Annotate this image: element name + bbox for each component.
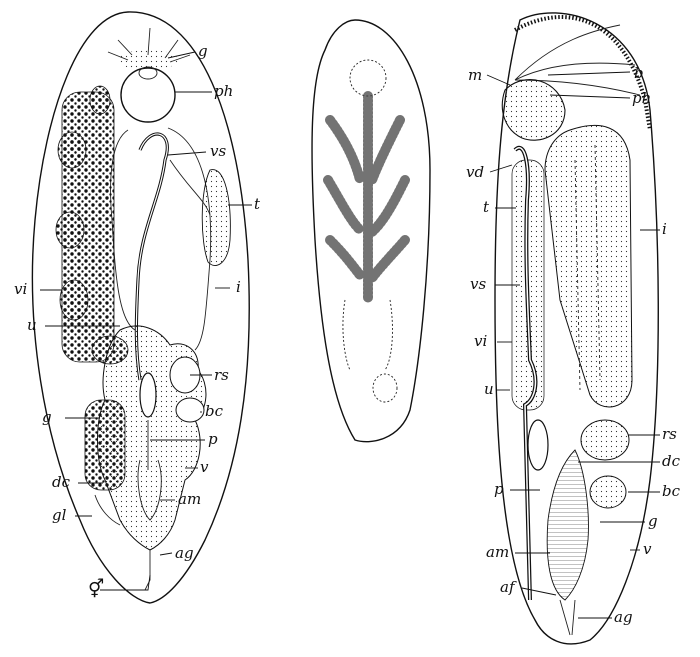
label-g-mid-left: g bbox=[42, 408, 52, 426]
label-t-right: t bbox=[483, 198, 490, 216]
right-pharynx bbox=[501, 79, 566, 141]
right-body-outline bbox=[494, 12, 659, 645]
label-sex-symbol: ⚥ bbox=[88, 578, 104, 600]
label-u-left: u bbox=[27, 316, 37, 334]
label-g-right: g bbox=[648, 512, 658, 530]
label-vi-left: vi bbox=[14, 280, 27, 298]
labels-right: m b ph vd t i vs vi u rs dc p bc g am v … bbox=[466, 64, 681, 626]
label-bc-right: bc bbox=[662, 482, 681, 500]
left-genital-apparatus bbox=[84, 325, 207, 591]
label-ph-right: ph bbox=[632, 89, 651, 107]
label-rs-left: rs bbox=[214, 366, 229, 384]
right-specimen bbox=[494, 12, 659, 645]
label-ag-right: ag bbox=[614, 608, 633, 626]
label-ph-left: ph bbox=[214, 82, 233, 100]
label-dc-left: dc bbox=[52, 473, 71, 491]
right-intestine bbox=[544, 124, 633, 408]
label-af-right: af bbox=[500, 578, 517, 596]
label-am-left: am bbox=[178, 490, 201, 508]
label-bc-left: bc bbox=[205, 402, 224, 420]
left-specimen bbox=[31, 11, 250, 604]
leader-lines bbox=[40, 51, 660, 619]
left-body-outline bbox=[31, 11, 250, 604]
right-genital-apparatus bbox=[546, 419, 630, 636]
label-am-right: am bbox=[486, 543, 509, 561]
left-testis bbox=[201, 169, 231, 266]
left-brain bbox=[107, 27, 191, 70]
left-pharynx bbox=[120, 67, 176, 123]
label-i-right: i bbox=[662, 220, 667, 238]
label-g-top: g bbox=[198, 42, 208, 60]
middle-gut-branches bbox=[323, 91, 410, 305]
middle-body-outline bbox=[311, 19, 431, 443]
label-ag-left: ag bbox=[175, 544, 194, 562]
label-vi-right: vi bbox=[474, 332, 487, 350]
label-dc-right: dc bbox=[662, 452, 681, 470]
label-v-right: v bbox=[643, 540, 652, 558]
label-b-right: b bbox=[634, 64, 644, 82]
right-ciliated-edge bbox=[514, 15, 652, 131]
label-p-left: p bbox=[208, 430, 218, 448]
label-vs-right: vs bbox=[470, 275, 486, 293]
labels-left: g ph vs t i vi u rs g bc p v dc am gl ag… bbox=[14, 42, 261, 600]
left-vitellaria bbox=[55, 85, 129, 365]
label-u-right: u bbox=[484, 380, 494, 398]
label-rs-right: rs bbox=[662, 425, 677, 443]
label-m-right: m bbox=[468, 66, 482, 84]
label-p-right: p bbox=[494, 480, 504, 498]
left-intestine bbox=[110, 127, 212, 351]
label-t-left: t bbox=[254, 195, 261, 213]
label-i-left: i bbox=[236, 278, 241, 296]
label-v-left: v bbox=[200, 458, 209, 476]
label-gl-left: gl bbox=[52, 506, 67, 524]
label-vd-right: vd bbox=[466, 163, 484, 181]
label-vs-left: vs bbox=[210, 142, 226, 160]
middle-specimen bbox=[311, 19, 431, 443]
